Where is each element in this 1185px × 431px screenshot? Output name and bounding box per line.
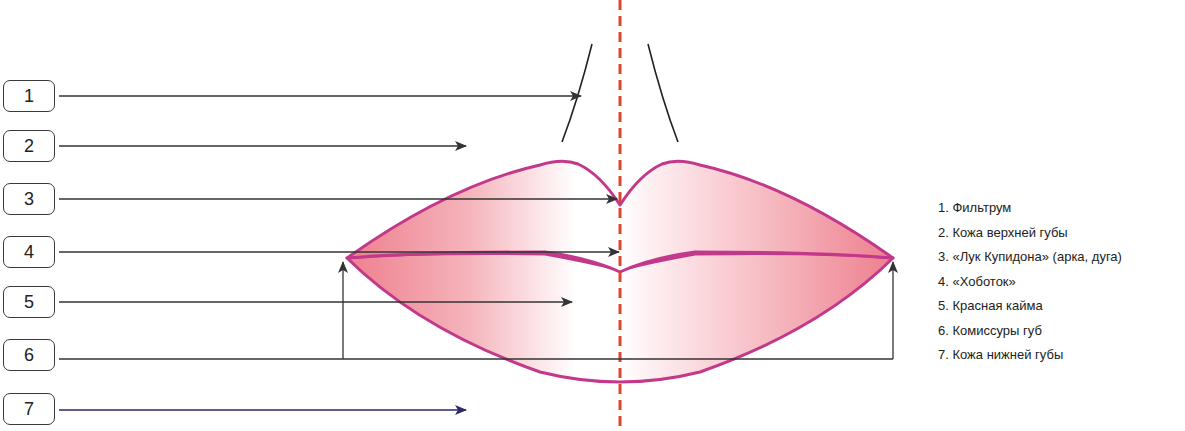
callout-box: 1 [3, 80, 55, 112]
callout-number: 5 [24, 293, 34, 311]
callout-box: 5 [3, 286, 55, 318]
callout-box: 2 [3, 130, 55, 162]
callout-box: 4 [3, 236, 55, 268]
philtrum-line [648, 44, 678, 142]
leader-arrow [892, 262, 893, 359]
callout-number: 2 [24, 137, 34, 155]
legend-item: 4. «Хоботок» [938, 274, 1016, 290]
legend-item: 6. Комиссуры губ [938, 323, 1042, 339]
legend-item: 7. Кожа нижней губы [938, 347, 1063, 363]
legend-item: 3. «Лук Купидона» (арка, дуга) [938, 249, 1122, 265]
legend-item: 2. Кожа верхней губы [938, 225, 1068, 241]
leader-arrow [59, 251, 619, 252]
leader-line [59, 358, 893, 359]
leader-arrow [59, 145, 466, 146]
callout-number: 6 [24, 346, 34, 364]
leader-arrow [59, 409, 466, 410]
philtrum-line [562, 44, 592, 142]
midline [619, 0, 622, 431]
callout-number: 4 [24, 243, 34, 261]
callout-box: 7 [3, 393, 55, 425]
callout-box: 3 [3, 183, 55, 215]
leader-arrow [342, 262, 343, 359]
leader-arrow [59, 301, 572, 302]
callout-number: 1 [24, 87, 34, 105]
callout-number: 7 [24, 400, 34, 418]
legend-item: 1. Фильтрум [938, 200, 1011, 216]
callout-number: 3 [24, 190, 34, 208]
legend-item: 5. Красная кайма [938, 298, 1043, 314]
leader-arrow [59, 95, 581, 96]
leader-arrow [59, 198, 617, 199]
callout-box: 6 [3, 339, 55, 371]
